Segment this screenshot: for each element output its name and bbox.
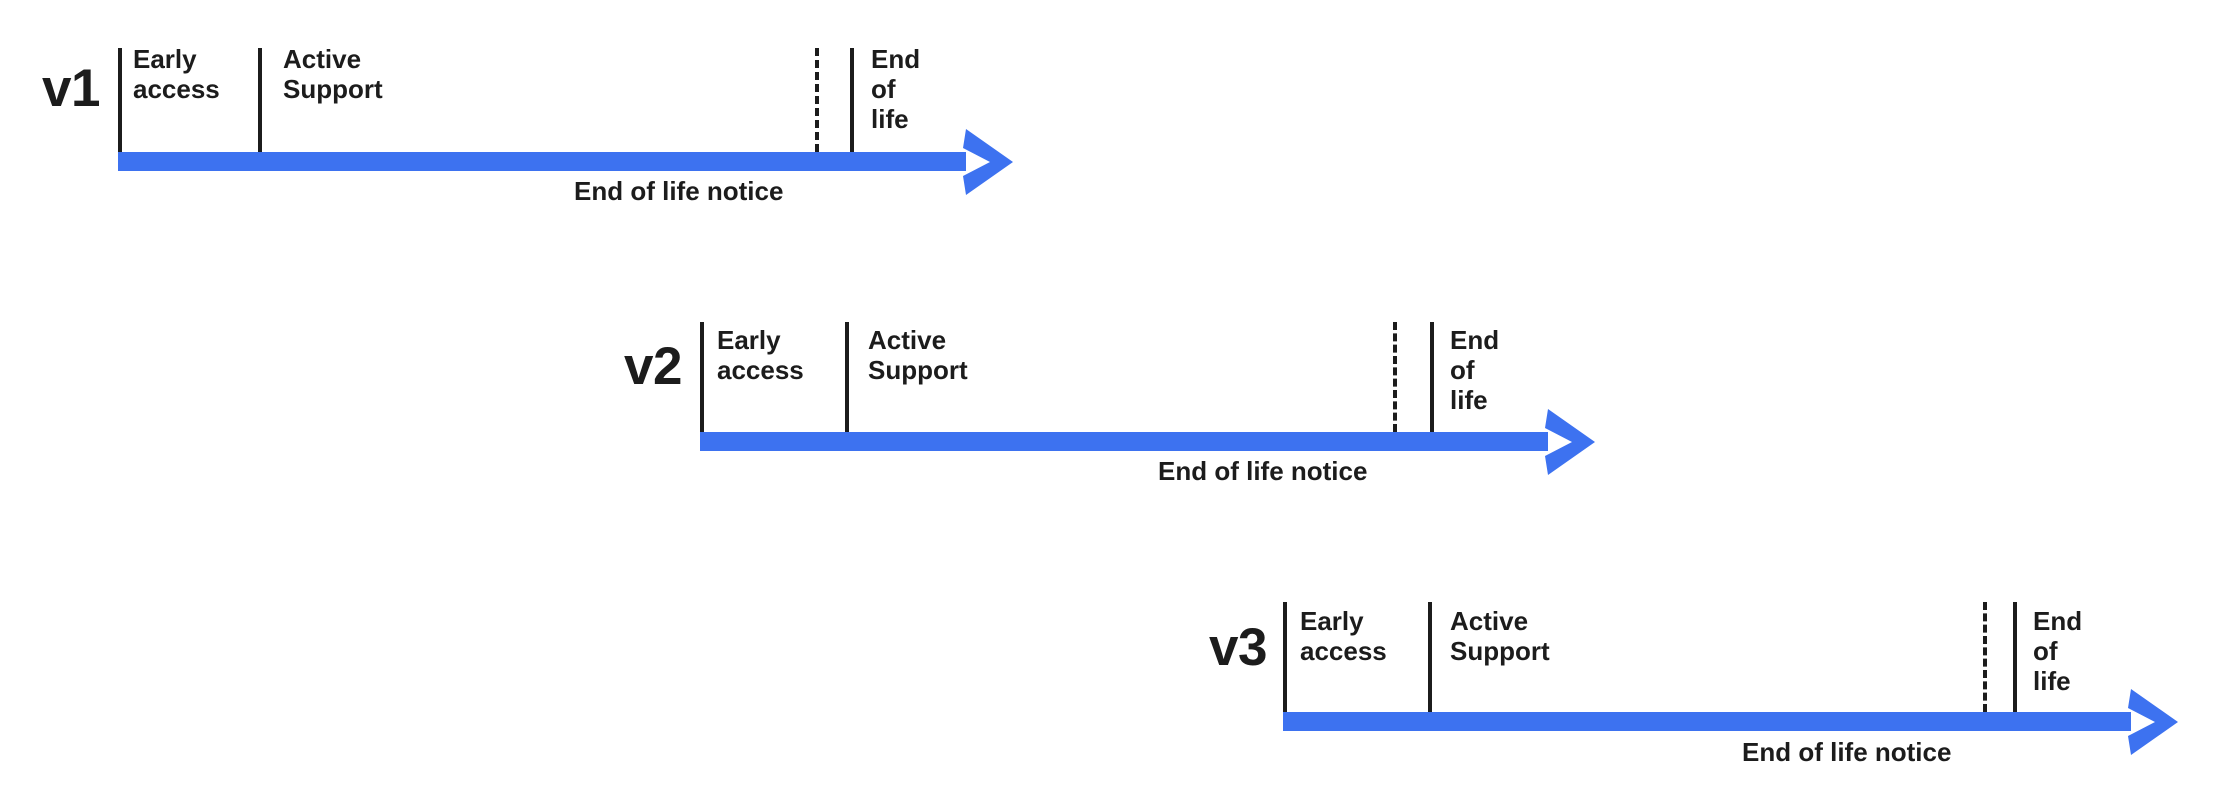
timeline-bar-shaft-v3: [1283, 712, 2131, 731]
phase-label-v2-2: End of life: [1450, 325, 1500, 416]
version-label-v3: v3: [1209, 618, 1267, 677]
timeline-arrowhead-icon-v3: [2125, 686, 2181, 758]
notice-label-v1: End of life notice: [574, 176, 784, 206]
timeline-arrowhead-icon-v1: [960, 126, 1016, 198]
divider-v3-3: [2013, 602, 2017, 712]
phase-label-v3-2: End of life: [2033, 606, 2083, 697]
timeline-bar-shaft-v2: [700, 432, 1548, 451]
dashed-divider-v1-2: [815, 48, 819, 152]
phase-label-v2-0: Early access: [717, 325, 804, 386]
timeline-bar-v1: [118, 128, 1022, 195]
timeline-bar-shaft-v1: [118, 152, 966, 171]
divider-v2-0: [700, 322, 704, 432]
divider-v1-3: [850, 48, 854, 152]
phase-label-v1-2: End of life: [871, 44, 921, 135]
phase-label-v3-1: Active Support: [1450, 606, 1550, 667]
divider-v3-0: [1283, 602, 1287, 712]
version-label-v2: v2: [624, 337, 682, 396]
timeline-arrowhead-icon-v2: [1542, 406, 1598, 478]
version-label-v1: v1: [42, 59, 100, 118]
timeline-bar-v2: [700, 408, 1604, 475]
dashed-divider-v3-2: [1983, 602, 1987, 712]
notice-label-v2: End of life notice: [1158, 456, 1368, 486]
divider-v2-3: [1430, 322, 1434, 432]
notice-label-v3: End of life notice: [1742, 737, 1952, 767]
timeline-bar-v3: [1283, 688, 2187, 755]
phase-label-v3-0: Early access: [1300, 606, 1387, 667]
divider-v1-0: [118, 48, 122, 152]
divider-v3-1: [1428, 602, 1432, 712]
dashed-divider-v2-2: [1393, 322, 1397, 432]
phase-label-v1-1: Active Support: [283, 44, 383, 105]
phase-label-v1-0: Early access: [133, 44, 220, 105]
phase-label-v2-1: Active Support: [868, 325, 968, 386]
divider-v2-1: [845, 322, 849, 432]
divider-v1-1: [258, 48, 262, 152]
